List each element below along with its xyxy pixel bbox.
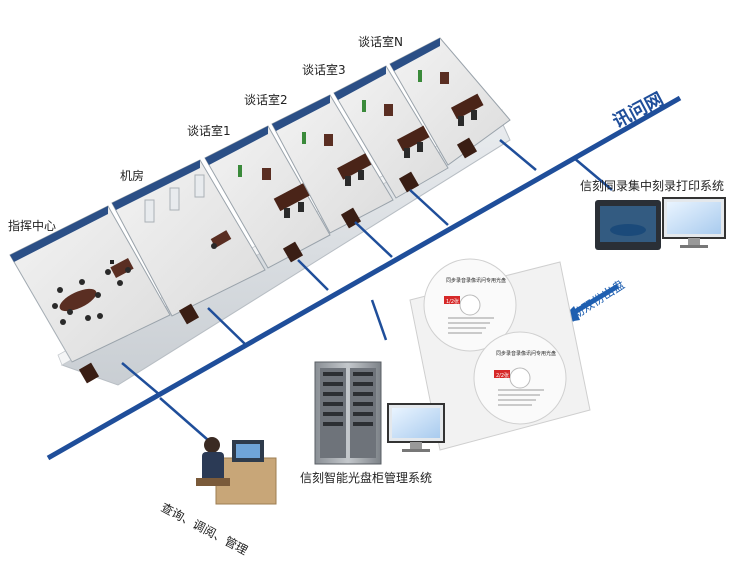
room-interview-3 (333, 65, 449, 199)
network-branches (121, 139, 613, 441)
server-racks (144, 174, 205, 223)
room-interview-2 (271, 94, 394, 234)
disc-2-badge: 2/2张 (496, 372, 509, 379)
operator-head (204, 437, 220, 453)
room-label-command-center: 指挥中心 (8, 218, 56, 233)
room-command-center (9, 205, 171, 366)
network-lines (46, 95, 682, 461)
conference-table (59, 288, 97, 312)
room-label-interview-3: 谈话室3 (302, 62, 346, 77)
room-machine-room (111, 159, 266, 317)
disc-1: 1/2张 同步录音录像讯问专用光盘 (423, 258, 517, 352)
interview-desk (337, 153, 372, 180)
disc-1-text-lines (448, 317, 494, 334)
operator-workstation (196, 437, 277, 505)
desk (110, 258, 134, 278)
chairs (52, 267, 131, 325)
operator-body (202, 452, 224, 482)
disc-2: 2/2张 同步录音录像讯问专用光盘 (473, 331, 567, 425)
room-label-interview-2: 谈话室2 (244, 92, 288, 107)
disc-case: 1/2张 同步录音录像讯问专用光盘 2/2张 同步录音录像讯问专用光盘 (409, 258, 591, 451)
chair (324, 134, 333, 146)
room-label-machine-room: 机房 (120, 168, 144, 183)
desk (210, 230, 232, 248)
interview-desk (273, 182, 311, 212)
query-label: 查询、调阅、管理 (159, 499, 251, 557)
burn-print-system-label: 信刻同录集中刻录打印系统 (580, 178, 724, 193)
chair (262, 168, 271, 180)
interview-desk (396, 125, 430, 152)
disc-cabinet-system (314, 361, 445, 465)
disc-1-title: 同步录音录像讯问专用光盘 (446, 277, 506, 284)
disc-cabinet-system-label: 信刻智能光盘柜管理系统 (300, 470, 432, 485)
burn-print-system (595, 197, 726, 250)
disc-2-text-lines (498, 389, 544, 406)
room-label-interview-1: 谈话室1 (187, 123, 231, 138)
room-interview-1 (204, 125, 331, 269)
chair (384, 104, 393, 116)
network-label: 讯问网 (610, 89, 668, 133)
chair (440, 72, 449, 84)
cabinet-slots (323, 372, 373, 426)
room-label-interview-n: 谈话室N (358, 34, 403, 49)
building: 指挥中心 机房 谈话室1 (8, 34, 511, 386)
disc-2-title: 同步录音录像讯问专用光盘 (496, 350, 556, 357)
disc-1-badge: 1/2张 (446, 298, 459, 305)
room-interview-n (389, 37, 511, 166)
interview-desk (450, 93, 484, 120)
